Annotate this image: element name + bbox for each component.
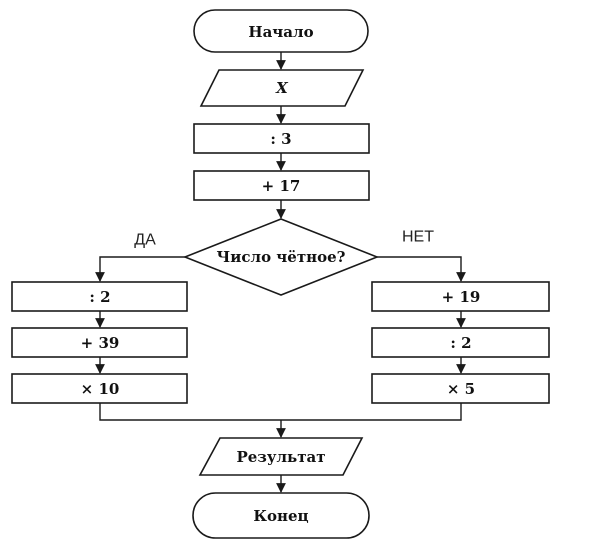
process-div3-label: : 3 — [270, 130, 291, 148]
yes-step-3-label: × 10 — [81, 380, 120, 398]
output-label: Результат — [236, 448, 325, 466]
arrow-yes-branch — [95, 256, 185, 282]
connectors — [95, 52, 466, 493]
output-node: Результат — [198, 437, 364, 476]
start-node: Начало — [193, 9, 369, 53]
no-step-2-label: : 2 — [450, 334, 471, 352]
end-node: Конец — [192, 492, 370, 539]
yes-step-1-label: : 2 — [89, 288, 110, 306]
process-div3: : 3 — [193, 123, 370, 154]
yes-step-2: + 39 — [11, 327, 188, 358]
decision-node: Число чётное? — [182, 218, 380, 296]
arrow-no-branch — [377, 256, 466, 282]
no-step-1-label: + 19 — [442, 288, 481, 306]
no-label: НЕТ — [402, 229, 434, 246]
yes-label: ДА — [134, 232, 156, 249]
decision-label: Число чётное? — [217, 248, 346, 266]
no-step-2: : 2 — [371, 327, 550, 358]
join-line — [99, 403, 462, 421]
process-plus17: + 17 — [193, 170, 370, 201]
input-label: X — [275, 79, 289, 97]
input-node: X — [199, 69, 365, 107]
yes-step-3: × 10 — [11, 373, 188, 404]
no-step-3-label: × 5 — [447, 380, 475, 398]
process-plus17-label: + 17 — [262, 177, 301, 195]
end-label: Конец — [253, 507, 308, 525]
start-label: Начало — [248, 23, 313, 41]
no-step-3: × 5 — [371, 373, 550, 404]
yes-step-1: : 2 — [11, 281, 188, 312]
no-step-1: + 19 — [371, 281, 550, 312]
yes-step-2-label: + 39 — [81, 334, 120, 352]
